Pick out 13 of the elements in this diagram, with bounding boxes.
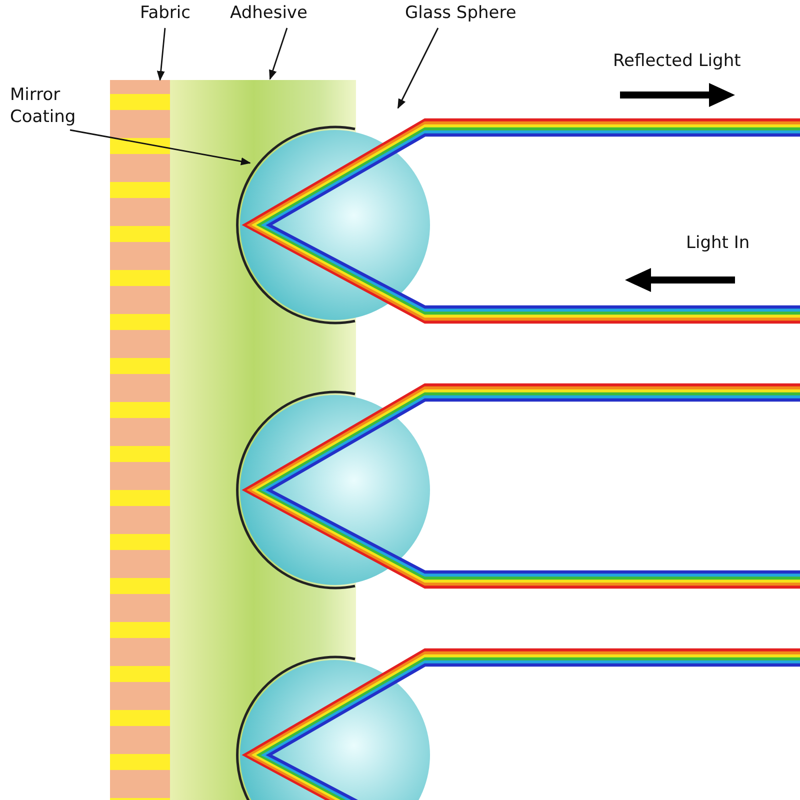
part-label: Fabric xyxy=(140,2,190,24)
mirror-coating xyxy=(236,126,356,324)
leader-line xyxy=(397,28,439,109)
part-label: Mirror Coating xyxy=(10,84,77,128)
part-label: Adhesive xyxy=(230,2,308,24)
leader-line xyxy=(269,28,288,80)
glass-sphere xyxy=(240,130,430,320)
direction-label: Reflected Light xyxy=(613,50,741,72)
leader-line xyxy=(70,129,251,166)
fabric-layer xyxy=(110,80,170,800)
direction-label: Light In xyxy=(686,232,750,254)
part-label: Glass Sphere xyxy=(405,2,516,24)
leader-line xyxy=(156,28,166,81)
